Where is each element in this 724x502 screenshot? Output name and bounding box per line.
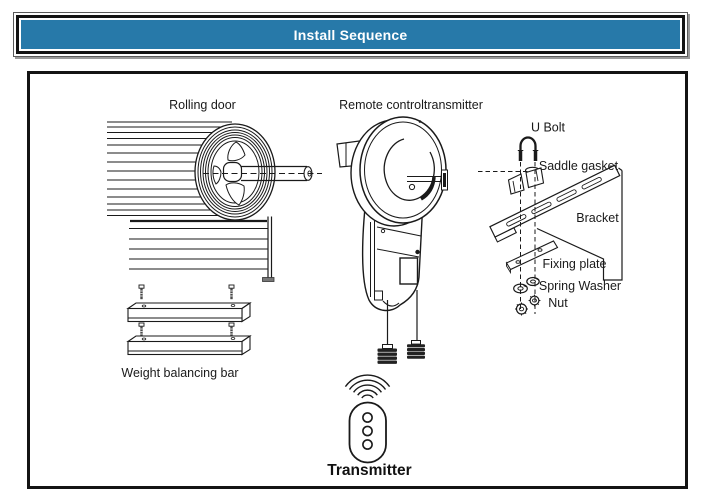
bar-screws — [138, 284, 235, 338]
bracket-gusset — [536, 167, 623, 281]
nuts — [515, 294, 541, 316]
fixing-plate-part — [505, 240, 559, 275]
bracket-bar — [489, 164, 621, 243]
motor-panel — [399, 257, 419, 285]
label-transmitter: Transmitter — [327, 462, 411, 479]
motor-unit-illustration — [336, 116, 448, 364]
label-nut: Nut — [548, 296, 568, 310]
label-fixing-plate: Fixing plate — [543, 257, 607, 271]
label-spring-washer: Spring Washer — [539, 279, 621, 293]
mounting-hardware-illustration — [478, 136, 623, 316]
cord-weight-right — [407, 340, 425, 359]
rolling-door-illustration — [107, 121, 322, 282]
label-saddle-gasket: Saddle gasket — [539, 159, 619, 173]
pull-cords — [386, 290, 418, 345]
door-curtain — [129, 219, 275, 282]
transmitter-button-3 — [362, 439, 373, 450]
drum-hub — [222, 161, 243, 183]
cord-weight-left — [377, 344, 397, 364]
motor-head-ring — [359, 116, 447, 224]
transmitter-illustration — [344, 374, 391, 464]
signal-waves-icon — [344, 374, 391, 399]
transmitter-button-2 — [362, 425, 373, 437]
curtain-foot — [262, 277, 275, 282]
alignment-dashed-lines — [478, 162, 536, 314]
label-rolling-door: Rolling door — [169, 98, 236, 112]
title-banner: Install Sequence — [13, 12, 688, 57]
balancing-bar-bottom — [126, 334, 252, 356]
transmitter-button-1 — [362, 412, 373, 423]
u-bolt — [517, 136, 539, 161]
weight-balancing-bars — [126, 284, 252, 356]
title-banner-border: Install Sequence — [16, 15, 685, 54]
label-bracket: Bracket — [576, 211, 619, 225]
label-weight-balancing-bar: Weight balancing bar — [121, 366, 238, 380]
balancing-bar-top — [126, 301, 252, 323]
label-remote-control-transmitter: Remote controltransmitter — [339, 98, 483, 112]
label-u-bolt: U Bolt — [531, 121, 566, 135]
page-title: Install Sequence — [21, 20, 680, 49]
